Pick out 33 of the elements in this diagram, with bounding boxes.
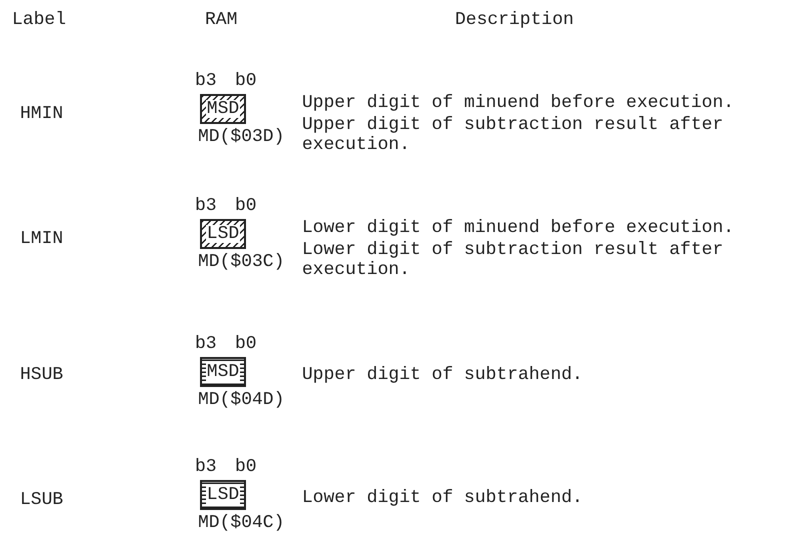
row-label: HSUB — [20, 365, 64, 385]
row-label: LMIN — [20, 229, 64, 249]
address-label: MD($04D) — [198, 390, 284, 410]
memory-cell — [200, 357, 246, 387]
cell-text: LSD — [206, 225, 240, 243]
memory-cell — [200, 219, 246, 249]
cell-text: MSD — [206, 363, 240, 381]
bit-label: b3 — [195, 196, 217, 216]
description-text: Lower digit of subtraction result after execution. — [302, 240, 724, 280]
row-label: LSUB — [20, 490, 64, 510]
bit-label: b3 — [195, 457, 217, 477]
bit-label: b0 — [235, 457, 257, 477]
column-header: Description — [455, 10, 574, 30]
row-label: HMIN — [20, 104, 64, 124]
bit-label: b3 — [195, 71, 217, 91]
cell-text: MSD — [206, 100, 240, 118]
bit-label: b0 — [235, 71, 257, 91]
description-text: Lower digit of minuend before execution. — [302, 218, 736, 238]
bit-label: b0 — [235, 196, 257, 216]
address-label: MD($04C) — [198, 513, 284, 533]
description-text: Upper digit of minuend before execution. — [302, 93, 736, 113]
bit-label: b3 — [195, 334, 217, 354]
column-header: RAM — [205, 10, 238, 30]
address-label: MD($03C) — [198, 252, 284, 272]
address-label: MD($03D) — [198, 127, 284, 147]
memory-cell — [200, 480, 246, 510]
column-header: Label — [12, 10, 66, 30]
description-text: Upper digit of subtrahend. — [302, 365, 584, 385]
memory-cell — [200, 94, 246, 124]
bit-label: b0 — [235, 334, 257, 354]
cell-text: LSD — [206, 486, 240, 504]
description-text: Upper digit of subtraction result after execution. — [302, 115, 724, 155]
description-text: Lower digit of subtrahend. — [302, 488, 584, 508]
